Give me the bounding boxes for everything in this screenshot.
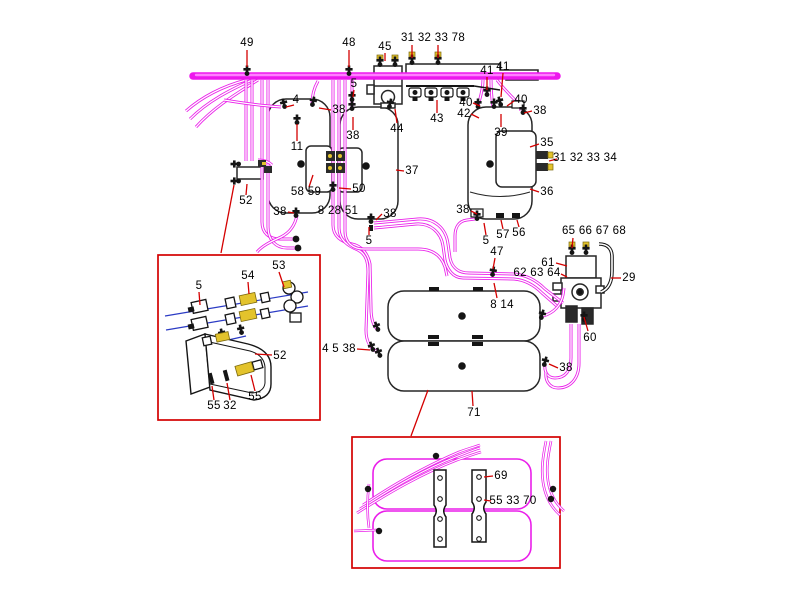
upper-tank-port [458, 312, 466, 320]
tank2-port [362, 162, 370, 170]
tanks-and-valves-layer [236, 63, 614, 392]
manifold-fittings-43 [408, 87, 470, 101]
inset-tank-lower [372, 510, 532, 562]
fittings-layer [230, 51, 590, 370]
tank39-side-plate [495, 130, 537, 188]
tank39-port [486, 160, 494, 168]
tank-link-fittings [326, 151, 345, 173]
frame-rail [189, 72, 561, 80]
inset-bracket-detail [157, 254, 321, 421]
inset-strap-detail [351, 436, 565, 569]
valve-assembly-61 [552, 255, 605, 325]
tank1-port [297, 160, 305, 168]
tank-straps [433, 469, 487, 548]
hose-29 [598, 242, 614, 294]
bracket-52 [236, 166, 264, 180]
lower-tank-port [458, 362, 466, 370]
leader-lines-layer [198, 45, 621, 502]
bracket-fittings [187, 279, 304, 385]
